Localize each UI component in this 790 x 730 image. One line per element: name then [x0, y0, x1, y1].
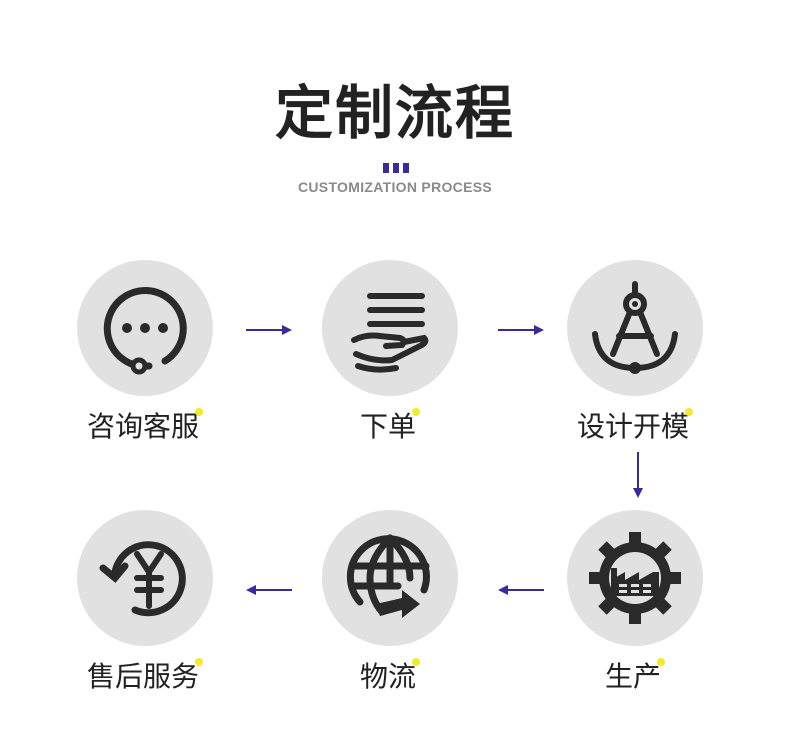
yen-refund-icon	[99, 541, 186, 617]
step-label: 咨询客服	[65, 408, 225, 444]
arrow-left-icon	[246, 585, 292, 595]
step-label: 售后服务	[65, 658, 225, 694]
factory-gear-icon	[589, 532, 681, 624]
arrow-down-icon	[633, 452, 643, 498]
hand-with-lines-icon	[351, 293, 429, 373]
highlight-dot	[412, 408, 420, 416]
arrow-left-icon	[498, 585, 544, 595]
highlight-dot	[685, 408, 693, 416]
chat-bubble-icon	[103, 287, 187, 375]
step-label: 设计开模	[555, 408, 715, 444]
step-circle	[77, 510, 213, 646]
step-circle	[567, 510, 703, 646]
step-label: 下单	[310, 408, 470, 444]
step-circle	[567, 260, 703, 396]
step-production: 生产	[555, 510, 715, 710]
step-design: 设计开模	[555, 260, 715, 460]
step-logistics: 物流	[310, 510, 470, 710]
arrow-right-icon	[498, 325, 544, 335]
globe-shipping-icon	[346, 534, 430, 618]
step-label: 生产	[555, 658, 715, 694]
step-order: 下单	[310, 260, 470, 460]
highlight-dot	[657, 658, 665, 666]
arrow-right-icon	[246, 325, 292, 335]
page-subtitle: CUSTOMIZATION PROCESS	[297, 179, 492, 195]
step-circle	[322, 260, 458, 396]
title-accent-bars	[383, 163, 409, 173]
step-label: 物流	[310, 658, 470, 694]
highlight-dot	[412, 658, 420, 666]
highlight-dot	[195, 658, 203, 666]
step-circle	[322, 510, 458, 646]
highlight-dot	[195, 408, 203, 416]
page-title: 定制流程	[274, 79, 515, 147]
step-consult: 咨询客服	[65, 260, 225, 460]
step-aftersales: 售后服务	[65, 510, 225, 710]
step-circle	[77, 260, 213, 396]
drafting-compass-icon	[592, 281, 678, 374]
